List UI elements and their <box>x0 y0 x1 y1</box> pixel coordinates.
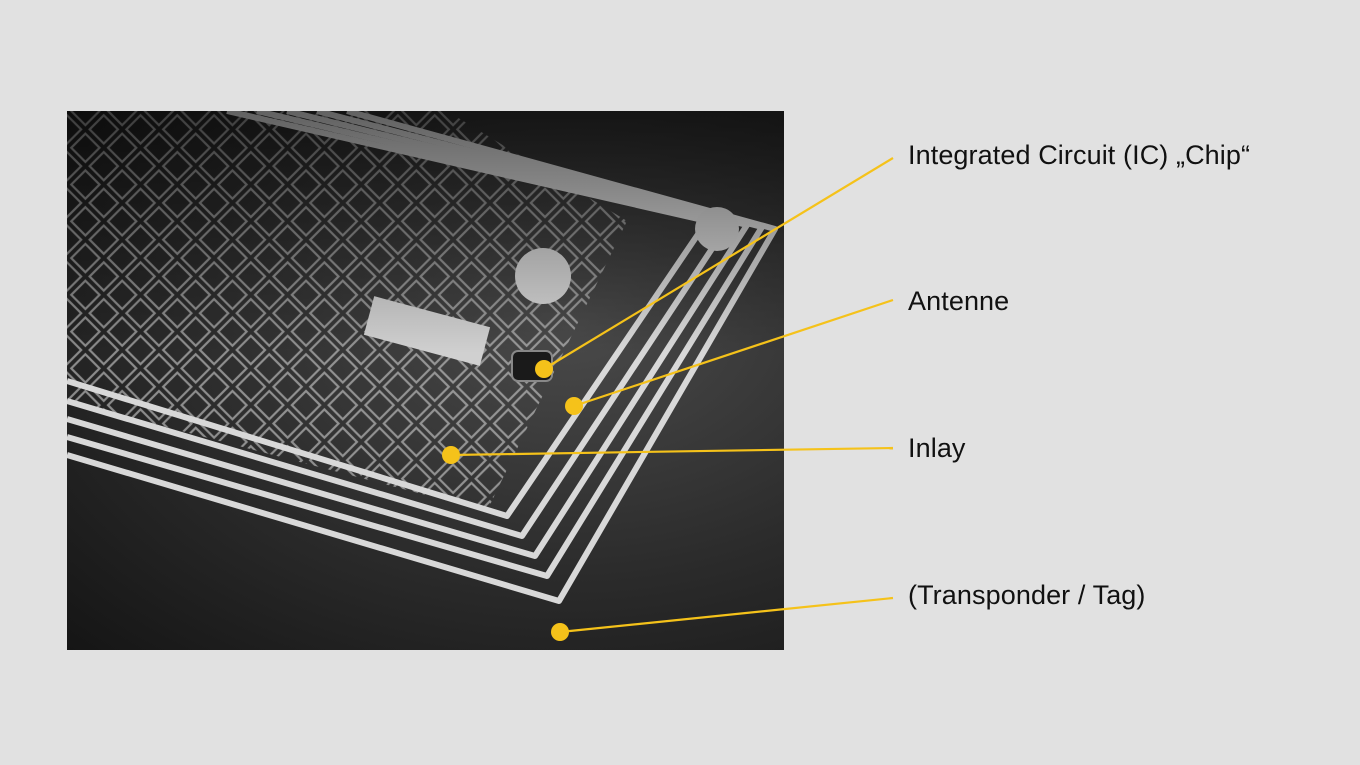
callout-line-chip <box>543 157 894 370</box>
callout-dot-antenne <box>565 397 583 415</box>
rfid-inlay-illustration <box>67 111 784 650</box>
callout-line-transponder <box>559 596 894 634</box>
label-inlay: Inlay <box>908 433 966 463</box>
callout-dot-transponder <box>551 623 569 641</box>
label-chip: Integrated Circuit (IC) „Chip“ <box>908 140 1251 170</box>
rfid-tag-photo <box>67 111 784 650</box>
callout-line-inlay <box>450 446 894 457</box>
callout-dot-chip <box>535 360 553 378</box>
callout-line-antenne <box>573 298 894 408</box>
label-antenne: Antenne <box>908 286 1010 316</box>
label-transponder: (Transponder / Tag) <box>908 580 1146 610</box>
callout-dot-inlay <box>442 446 460 464</box>
